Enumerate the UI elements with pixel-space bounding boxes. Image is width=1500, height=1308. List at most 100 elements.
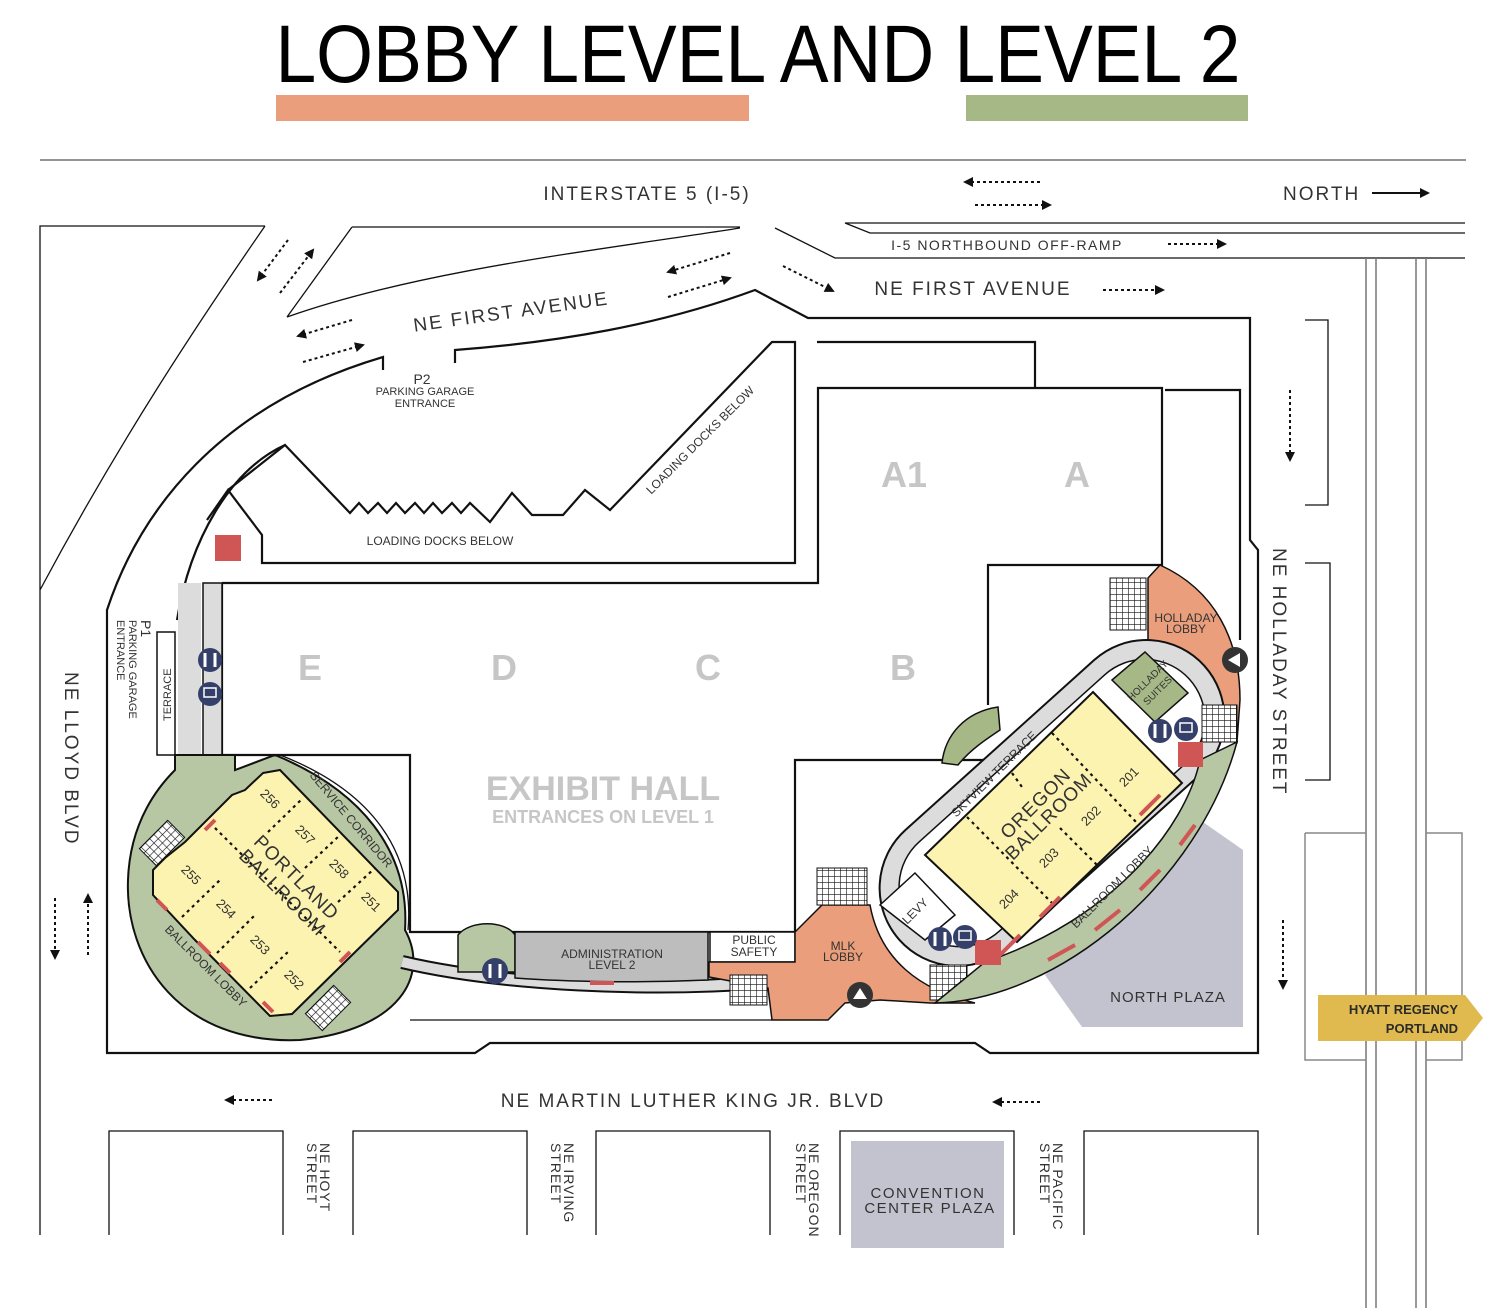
stairs: [729, 974, 768, 1006]
service-corridor: [279, 754, 410, 931]
stairs: [138, 819, 186, 867]
block-outline: [1305, 319, 1331, 781]
irving-street-label-2: STREET: [548, 1143, 564, 1204]
exhibit-hall-title: EXHIBIT HALL: [486, 770, 720, 808]
traffic-arrow: [667, 275, 732, 298]
portland-ballroom-area: 256 257 258 251 255 254 253 252 PORTLAND…: [126, 753, 415, 1042]
holladay-lobby-label-2: LOBBY: [1166, 622, 1206, 636]
traffic-arrow: [296, 319, 353, 339]
first-avenue-left-label: NE FIRST AVENUE: [412, 288, 610, 336]
block-outline: [1304, 832, 1463, 1061]
stairs: [1201, 704, 1238, 743]
public-safety[interactable]: [709, 931, 796, 963]
atm-icon[interactable]: [198, 682, 222, 706]
holladay-lobby-label-1: HOLLADAY: [1154, 611, 1217, 625]
hall-e[interactable]: E: [298, 647, 322, 688]
public-safety-label-2: SAFETY: [731, 945, 778, 959]
loading-docks-diagonal-label: LOADING DOCKS BELOW: [643, 383, 757, 497]
emergency-marker: [1178, 742, 1203, 767]
oregon-ballroom[interactable]: [923, 690, 1184, 944]
hoyt-street-label-1: NE HOYT: [317, 1143, 333, 1212]
p1-line2: ENTRANCE: [114, 620, 126, 681]
hyatt-regency-sign[interactable]: HYATT REGENCY PORTLAND: [1318, 995, 1483, 1041]
traffic-arrow: [302, 342, 365, 363]
offramp-label: I-5 NORTHBOUND OFF-RAMP: [891, 237, 1123, 253]
portland-ballroom[interactable]: [152, 768, 399, 1018]
hall-c[interactable]: C: [695, 647, 721, 688]
legend-bar-level-2: [966, 95, 1248, 121]
hall-b[interactable]: B: [890, 647, 916, 688]
mlk-lobby-label-1: MLK: [831, 939, 856, 953]
hall-a1[interactable]: A1: [881, 454, 927, 495]
exhibit-hall-subtitle: ENTRANCES ON LEVEL 1: [492, 807, 714, 827]
stairs: [1109, 577, 1147, 631]
hall-a[interactable]: A: [1064, 454, 1090, 495]
restroom-icon[interactable]: [928, 927, 952, 951]
oregon-street-label-1: NE OREGON: [806, 1143, 822, 1238]
hall-d[interactable]: D: [491, 647, 517, 688]
emergency-marker: [215, 535, 241, 561]
door: [155, 818, 352, 1014]
corridor: [178, 583, 201, 755]
door: [998, 793, 1162, 957]
p1-code: P1: [138, 620, 154, 637]
room-divider: [181, 797, 376, 989]
p2-line2: ENTRANCE: [395, 398, 456, 410]
loading-docks-label: LOADING DOCKS BELOW: [367, 534, 514, 548]
hoyt-street-label-2: STREET: [304, 1143, 320, 1204]
hyatt-label-line1: HYATT REGENCY: [1349, 1002, 1458, 1017]
door: [1047, 823, 1197, 962]
entrance-arrow-left-icon[interactable]: [1222, 647, 1248, 673]
traffic-arrow: [256, 239, 289, 282]
holladay-suites[interactable]: [1110, 650, 1190, 724]
emergency-marker: [975, 940, 1001, 965]
loading-dock-outline: [206, 340, 797, 565]
north-plaza-label: NORTH PLAZA: [1110, 989, 1226, 1006]
restroom-icon[interactable]: [482, 958, 508, 984]
offramp-edge: [774, 222, 1465, 259]
oregon-ballroom-area: HOLLADAY LOBBY HOLLADAY SUITES LEVY 201 …: [878, 564, 1241, 1004]
public-safety-label-1: PUBLIC: [732, 933, 776, 947]
holladay-street-label: NE HOLLADAY STREET: [1268, 548, 1289, 796]
terrace: [156, 631, 176, 756]
atm-icon[interactable]: [1174, 717, 1198, 741]
oregon-ballroom-lobby[interactable]: [932, 740, 1239, 1004]
hall-wall: [220, 340, 1242, 934]
traffic-arrow: [279, 248, 315, 294]
admin-label-1: ADMINISTRATION: [561, 947, 663, 961]
atm-icon[interactable]: [953, 925, 977, 949]
page-title: LOBBY LEVEL AND LEVEL 2: [276, 9, 1241, 100]
levy[interactable]: [878, 871, 957, 941]
site-boundary: [39, 225, 741, 1235]
mlk-blvd-label: NE MARTIN LUTHER KING JR. BLVD: [501, 1091, 885, 1112]
p2-line1: PARKING GARAGE: [376, 386, 475, 398]
convention-plaza-label-1: CONVENTION: [870, 1185, 985, 1202]
traffic-arrow: [782, 265, 835, 292]
convention-center-plaza[interactable]: [851, 1141, 1004, 1248]
hyatt-label-line2: PORTLAND: [1386, 1021, 1458, 1036]
pacific-street-label-1: NE PACIFIC: [1050, 1143, 1066, 1231]
legend-bar-lobby-level: [276, 95, 749, 121]
holladay-street-edges: [1365, 258, 1427, 1308]
p2-code: P2: [413, 371, 430, 387]
interstate-label: INTERSTATE 5 (I-5): [543, 184, 750, 205]
irving-street-label-1: NE IRVING: [561, 1143, 577, 1223]
north-plaza[interactable]: [1045, 820, 1243, 1027]
oregon-street-label-2: STREET: [793, 1143, 809, 1204]
level2-corridor-fill: [400, 957, 771, 992]
pacific-street-label-2: STREET: [1037, 1143, 1053, 1204]
traffic-arrow: [666, 252, 731, 275]
restroom-icon[interactable]: [1148, 719, 1172, 743]
mlk-lobby-label-2: LOBBY: [823, 950, 863, 964]
entrance-arrow-up-icon[interactable]: [847, 982, 873, 1008]
restroom-icon[interactable]: [198, 648, 222, 672]
stairs: [816, 867, 868, 906]
stairs: [304, 984, 352, 1032]
north-label: NORTH: [1283, 184, 1360, 205]
lloyd-blvd-label: NE LLOYD BLVD: [60, 672, 81, 845]
terrace-label: TERRACE: [162, 668, 174, 721]
city-blocks: [108, 1130, 1259, 1235]
first-avenue-right-label: NE FIRST AVENUE: [874, 279, 1071, 300]
skyview-terrace-outdoor: [941, 706, 1001, 766]
